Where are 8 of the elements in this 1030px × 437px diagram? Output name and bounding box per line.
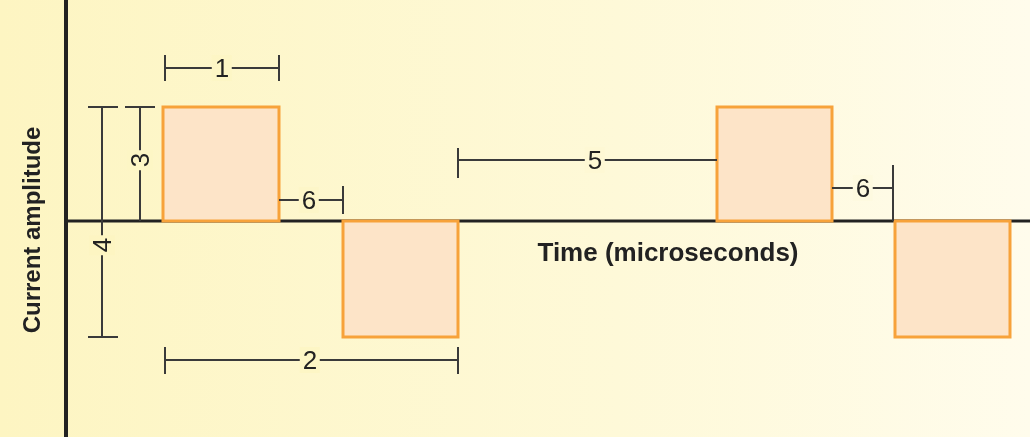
dimension-label: 2 — [299, 347, 321, 373]
axis-title: Current amplitude — [20, 125, 44, 336]
dimension-label: 6 — [852, 175, 874, 201]
dimension-label: 4 — [89, 234, 115, 256]
dimension-label: 1 — [211, 55, 233, 81]
axis-title: Time (microseconds) — [536, 239, 800, 265]
dimension-label: 5 — [584, 147, 606, 173]
dimension-label: 6 — [298, 187, 320, 213]
